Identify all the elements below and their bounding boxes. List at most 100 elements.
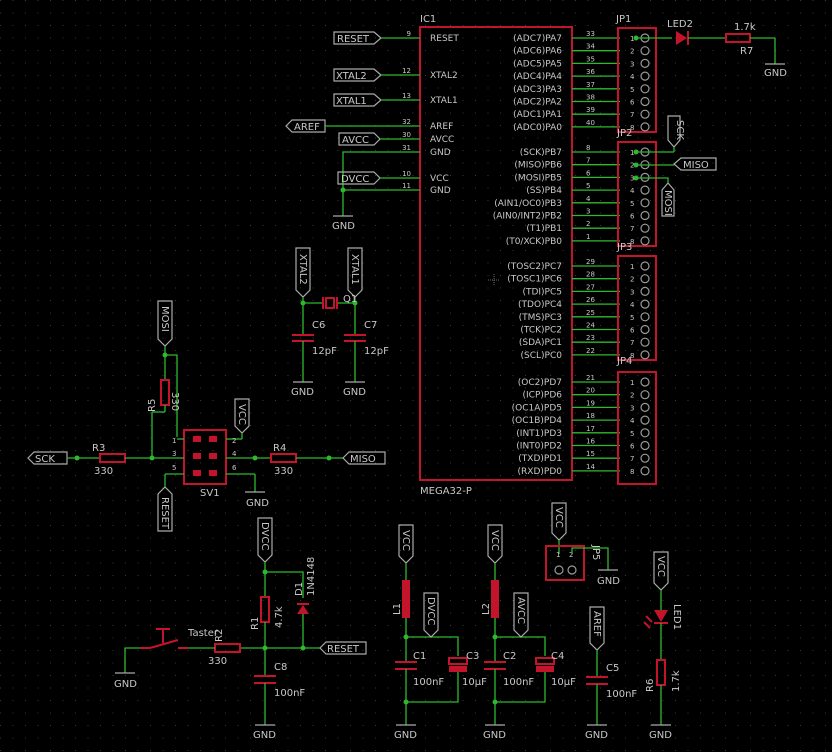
- ic1-right-pin-name: (ADC6)PA6: [513, 47, 562, 57]
- ic1-right-pin-name: (ICP)PD6: [523, 391, 563, 401]
- ic1-right-pin-name: (TOSC2)PC7: [507, 262, 562, 272]
- net-label-miso-jp2: [673, 157, 717, 171]
- gnd-sv1: GND: [246, 498, 269, 509]
- l2-name: L2: [481, 603, 492, 615]
- net-label-avcc-ic: [338, 132, 381, 146]
- ic1-right-pin-num: 37: [586, 81, 595, 89]
- header-pin-num: 2: [630, 276, 634, 284]
- svg-text:5: 5: [172, 464, 176, 472]
- ic1-right-pin-name: (TDO)PC4: [518, 300, 562, 310]
- net-label-aref-c5-text: AREF: [591, 611, 602, 637]
- ic1-right-pin-name: (OC2)PD7: [518, 378, 562, 388]
- net-label-avcc-ic-text: AVCC: [342, 135, 369, 146]
- reset-circuit-group[interactable]: DVCC D1 1N4148 R1 4.7k RESET R2 330 Tast…: [114, 517, 367, 741]
- header-pin-num: 7: [630, 339, 634, 347]
- ic1-right-pin-name: (T0/XCK)PB0: [506, 237, 563, 247]
- header-pin-num: 6: [630, 99, 635, 107]
- isp-connector-group[interactable]: MOSI R5 330 SCK R3 330 1 2: [27, 300, 386, 532]
- sv1-name: SV1: [200, 488, 220, 499]
- header-labels: JP1 JP2 JP3 JP4: [615, 14, 632, 367]
- net-label-sck-jp2: [667, 115, 681, 148]
- c5-name: C5: [606, 663, 619, 674]
- header-pin: [640, 58, 650, 69]
- header-pin: [640, 377, 650, 387]
- header-pin: [640, 71, 650, 81]
- c7-value: 12pF: [364, 346, 389, 357]
- svg-text:2: 2: [569, 551, 573, 559]
- ic1-right-pin-name: (SDA)PC1: [519, 338, 562, 348]
- header-pin: [640, 428, 650, 438]
- ic1-left-pin-name: XTAL1: [430, 96, 458, 106]
- power-filter-group[interactable]: VCC L1 DVCC C1 100nF C3 10µF GND VCC L2: [392, 524, 637, 741]
- jp5-group[interactable]: VCC 1 2 JP5 GND: [545, 502, 620, 587]
- header-pin: [640, 337, 650, 347]
- jp2-spi-labels: SCK MISO MOSI: [636, 115, 717, 217]
- d1-name: D1: [294, 582, 305, 596]
- ic1-right-pin-num: 5: [586, 182, 590, 190]
- crystal-group[interactable]: XTAL2 XTAL1 Q1 C6 12pF GND C7 12pF GND: [291, 247, 389, 398]
- net-label-vcc-led1-text: VCC: [655, 556, 666, 577]
- header-pin-num: 4: [630, 417, 635, 425]
- net-label-xtal2-osc-text: XTAL2: [297, 254, 308, 285]
- net-label-miso-isp-text: MISO: [350, 454, 376, 465]
- r6-value: 1.7k: [671, 670, 682, 692]
- r1-value: 4.7k: [274, 606, 285, 628]
- net-label-aref-ic-text: AREF: [294, 122, 320, 133]
- jp4-label: JP4: [616, 356, 632, 367]
- ic1-right-pin-num: 23: [586, 334, 595, 342]
- ic1-right-pin-num: 4: [586, 195, 591, 203]
- led2-r7-group[interactable]: LED2 1.7k R7 GND: [636, 19, 787, 79]
- ic1-right-pin-name: (TOSC1)PC6: [507, 275, 562, 285]
- gnd-c8: GND: [253, 730, 276, 741]
- net-label-xtal1-ic-text: XTAL1: [336, 96, 367, 107]
- gnd-c1: GND: [394, 730, 417, 741]
- c4-value: 10µF: [551, 677, 576, 688]
- header-pin: [640, 390, 650, 400]
- ic1-right-pin-num: 28: [586, 271, 595, 279]
- header-pin: [640, 415, 650, 425]
- l1-name: L1: [392, 603, 403, 615]
- ic1-right-pin-num: 15: [586, 450, 595, 458]
- ic1-right-pin-name: (ADC1)PA1: [513, 110, 562, 120]
- c1-name: C1: [413, 651, 426, 662]
- header-pin-num: 3: [630, 174, 634, 182]
- net-label-mosi-jp2-text: MOSI: [662, 190, 673, 216]
- net-label-miso-jp2-text: MISO: [683, 160, 709, 171]
- ic1-name: IC1: [420, 14, 436, 25]
- header-pin: [640, 402, 650, 412]
- ic1-right-pin-name: (AIN1/OC0)PB3: [494, 199, 562, 209]
- jp3-label: JP3: [616, 242, 632, 253]
- header-pin-num: 7: [630, 455, 634, 463]
- header-jp4-body: [617, 371, 657, 485]
- d1-value: 1N4148: [306, 557, 317, 596]
- ic1-right-pin-num: 33: [586, 30, 595, 38]
- ic1-right-pin-name: (TXD)PD1: [518, 454, 562, 464]
- ic1-left-pin-num: 13: [402, 92, 411, 100]
- header-pin: [640, 274, 650, 284]
- svg-text:3: 3: [172, 450, 176, 458]
- ic1-right-pin-num: 17: [586, 425, 595, 433]
- net-label-sck-isp-text: SCK: [35, 454, 55, 465]
- jp2-label: JP2: [616, 128, 632, 139]
- header-pin: [640, 210, 650, 221]
- led2-label: LED2: [667, 19, 693, 30]
- ic1-right-pin-name: (T1)PB1: [526, 224, 562, 234]
- net-label-dvcc-ic: [337, 171, 381, 185]
- svg-text:1: 1: [172, 437, 176, 445]
- c1-value: 100nF: [413, 677, 444, 688]
- net-label-reset-isp: [157, 486, 173, 532]
- ic1-right-pin-num: 27: [586, 283, 595, 291]
- ic1-right-pin-name: (RXD)PD0: [518, 467, 563, 477]
- ic1-right-pin-name: (SS)PB4: [526, 186, 562, 196]
- header-pin: [640, 440, 650, 451]
- ic1-left-pin-name: XTAL2: [430, 71, 458, 81]
- led1-r6-group[interactable]: VCC LED1 R6 1.7k GND: [643, 551, 682, 741]
- header-pin-num: 5: [630, 314, 634, 322]
- header-pin-num: 5: [630, 86, 634, 94]
- net-label-xtal1-osc: [347, 247, 363, 298]
- ic1-value: MEGA32-P: [420, 486, 472, 497]
- net-label-dvcc-l1-text: DVCC: [425, 597, 436, 625]
